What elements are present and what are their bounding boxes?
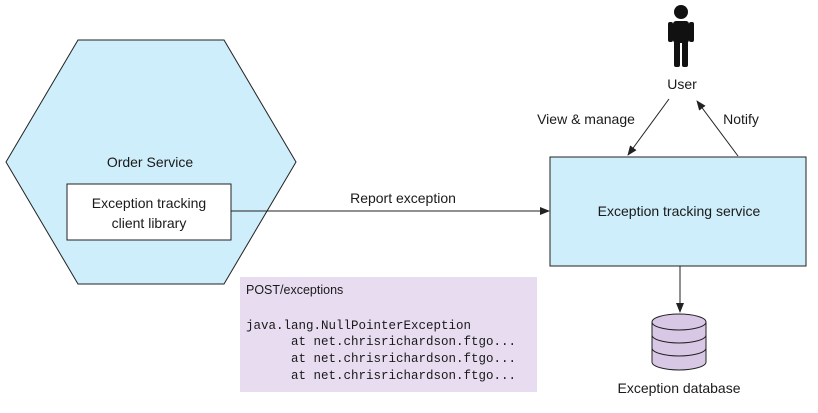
request-note-line: at net.chrisrichardson.ftgo... [246,352,516,366]
tracking-service: Exception tracking service [549,156,807,267]
user-actor: User [667,5,697,92]
order-service-label: Order Service [107,154,194,170]
view-manage-edge: View & manage [537,98,670,156]
notify-arrow [696,100,739,157]
tracking-service-rect [549,156,807,267]
person-icon [668,5,694,67]
request-note-line: at net.chrisrichardson.ftgo... [246,369,516,383]
view-manage-arrow [627,98,670,156]
report-exception-label: Report exception [350,190,456,206]
database-label: Exception database [618,380,741,396]
client-library-label-line1: Exception tracking [92,195,206,211]
client-library-label-line2: client library [112,215,187,231]
view-manage-label: View & manage [537,111,635,127]
tracking-service-label: Exception tracking service [598,203,761,219]
order-service: Order Service Exception tracking client … [5,39,297,285]
request-note-line: java.lang.NullPointerException [246,319,471,333]
request-note: POST/exceptions java.lang.NullPointerExc… [240,277,537,392]
exception-database: Exception database [618,313,741,396]
notify-label: Notify [723,111,759,127]
client-library-rect [66,183,232,241]
user-label: User [667,76,697,92]
database-icon [651,313,707,371]
request-note-background [240,277,537,392]
report-exception-edge: Report exception [231,190,550,215]
request-note-title: POST/exceptions [246,283,343,297]
notify-edge: Notify [696,100,759,157]
client-library-box: Exception tracking client library [66,183,232,241]
request-note-line: at net.chrisrichardson.ftgo... [246,335,516,349]
